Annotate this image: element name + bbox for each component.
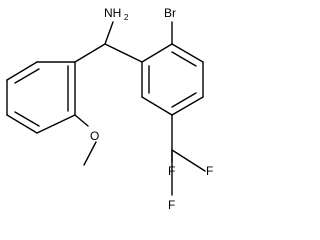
left-ring-bond-4: [6, 114, 38, 134]
left-ring-bond-2: [6, 61, 38, 81]
structure-diagram: NH 2 Br O F F F: [6, 6, 213, 212]
left-ring-double-1: [14, 68, 40, 84]
bond-c-left-ring: [74, 43, 106, 63]
fluorine-right-label: F: [206, 164, 213, 178]
bond-c-nh2: [104, 21, 114, 45]
right-ring-bond-1: [141, 43, 173, 63]
right-ring-bond-5: [141, 96, 173, 116]
atom-labels: NH 2 Br O F F F: [90, 6, 213, 212]
right-ring-double-2: [171, 92, 197, 108]
bond-c-right-ring: [104, 43, 143, 63]
amine-label: NH: [104, 6, 121, 20]
bond-o-ch3: [83, 141, 97, 166]
bonds: [6, 21, 206, 196]
oxygen-label: O: [90, 129, 99, 143]
fluorine-top-label: F: [168, 164, 175, 178]
bond-ring-o: [74, 114, 89, 127]
left-ring-double-2: [14, 111, 40, 127]
amine-subscript: 2: [124, 13, 129, 22]
right-ring-bond-4: [171, 96, 204, 116]
bromine-label: Br: [164, 6, 176, 20]
bond-c-f-right: [171, 149, 206, 172]
left-ring-bond-5: [36, 114, 76, 134]
fluorine-bottom-label: F: [168, 198, 175, 212]
right-ring-bond-2: [171, 43, 204, 63]
right-ring-double-1: [171, 51, 197, 67]
